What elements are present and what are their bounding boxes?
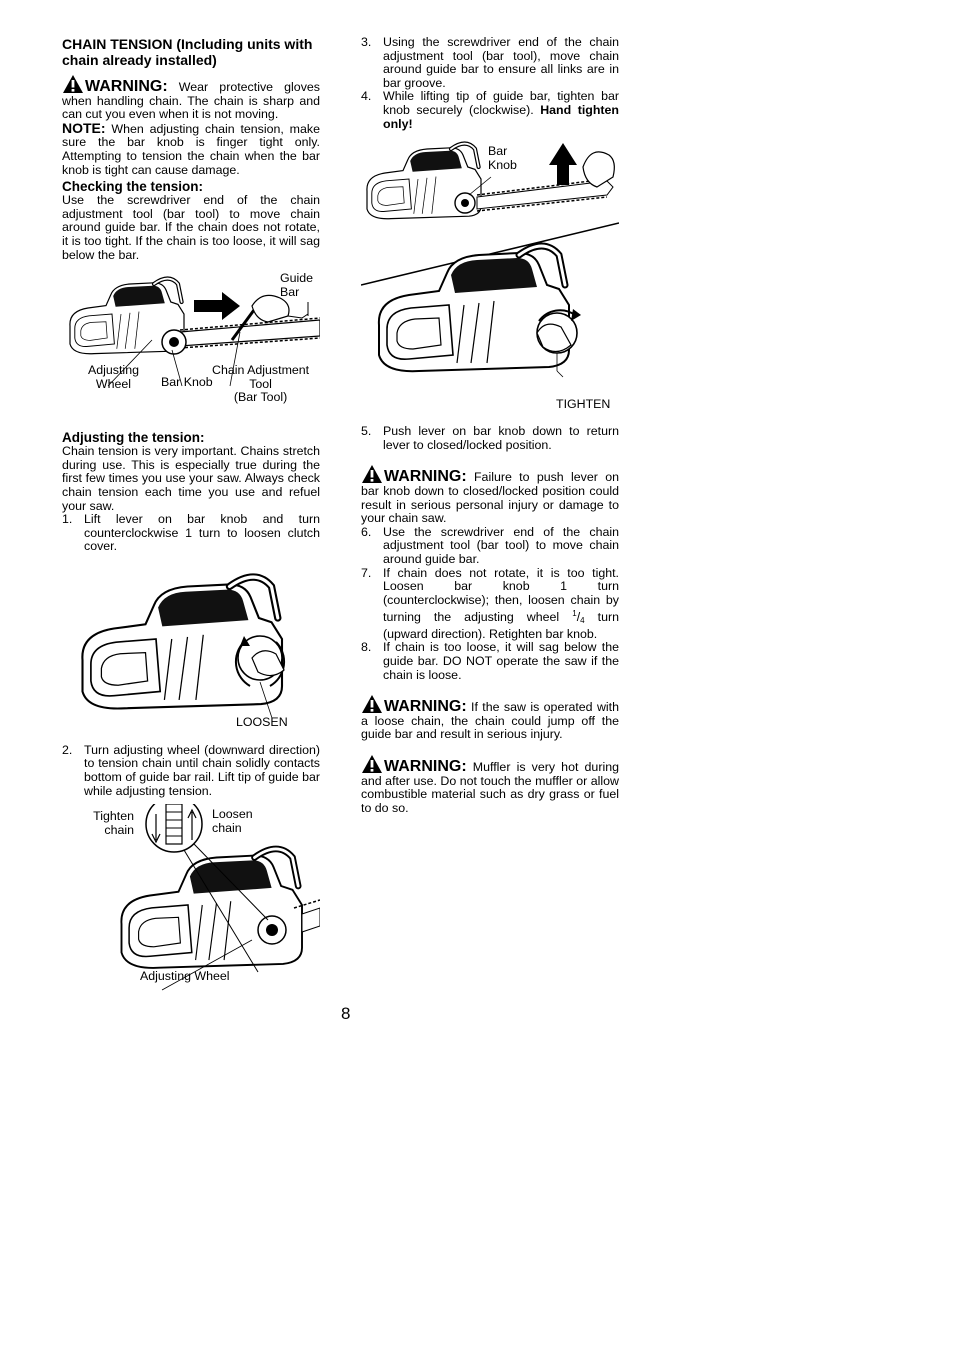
chainsaw-loosen-illustration xyxy=(62,558,320,719)
chainsaw-illustration xyxy=(62,270,320,387)
checking-heading: Checking the tension: xyxy=(62,179,204,195)
warning-icon xyxy=(361,694,383,714)
checking-text: Use the screwdriver end of the chain adj… xyxy=(62,193,320,262)
note-text: When adjusting chain tension, make sure … xyxy=(62,121,320,177)
note-label: NOTE: xyxy=(62,119,106,136)
warning-loose-chain-block: WARNING: If the saw is operated with a l… xyxy=(361,694,619,742)
warning-label: WARNING: xyxy=(85,78,168,95)
left-column: CHAIN TENSION (Including units with chai… xyxy=(62,36,320,996)
steps-list-right-2: 5.Push lever on bar knob down to return … xyxy=(361,424,619,452)
warning-label: WARNING: xyxy=(384,468,467,486)
warning-icon xyxy=(361,464,383,484)
figure-loosen: LOOSEN xyxy=(62,558,320,734)
step-3: 3.Using the screwdriver end of the chain… xyxy=(361,35,619,90)
bar-knob-label: Bar Knob xyxy=(161,375,213,390)
warning-lever-block: WARNING: Failure to push lever on bar kn… xyxy=(361,464,619,525)
adjusting-heading: Adjusting the tension: xyxy=(62,430,205,446)
right-column: 3.Using the screwdriver end of the chain… xyxy=(361,35,619,815)
warning-label: WARNING: xyxy=(384,758,467,776)
warning-label: WARNING: xyxy=(384,698,467,716)
warning-text: Failure to push lever on bar knob down t… xyxy=(361,470,619,526)
steps-list-right-3: 6.Use the screwdriver end of the chain a… xyxy=(361,524,619,683)
warning-glove-block: WARNING: Wear protective gloves when han… xyxy=(62,74,320,122)
note-block: NOTE: When adjusting chain tension, make… xyxy=(62,119,320,177)
warning-icon xyxy=(361,754,383,774)
step-5: 5.Push lever on bar knob down to return … xyxy=(361,424,619,452)
section-heading: CHAIN TENSION (Including units with chai… xyxy=(62,36,313,68)
step-7: 7.If chain does not rotate, it is too ti… xyxy=(361,565,619,641)
adjusting-text: Chain tension is very important. Chains … xyxy=(62,444,320,513)
chainsaw-tighten-illustration xyxy=(361,137,619,378)
warning-muffler-block: WARNING: Muffler is very hot during and … xyxy=(361,754,619,815)
steps-list-left-2: 2.Turn adjusting wheel (downward directi… xyxy=(62,742,320,798)
loosen-label: LOOSEN xyxy=(236,714,288,729)
step-6: 6.Use the screwdriver end of the chain a… xyxy=(361,524,619,566)
warning-text: If the saw is operated with a loose chai… xyxy=(361,700,619,742)
step-8: 8.If chain is too loose, it will sag bel… xyxy=(361,640,619,682)
adjusting-wheel-label-2: Adjusting Wheel xyxy=(140,969,230,984)
tighten-label: TIGHTEN xyxy=(556,397,611,412)
warning-text: Muffler is very hot during and after use… xyxy=(361,760,619,815)
page-number: 8 xyxy=(341,1004,351,1023)
chainsaw-wheel-illustration xyxy=(62,804,320,991)
step-1: 1.Lift lever on bar knob and turn counte… xyxy=(62,512,320,554)
warning-icon xyxy=(62,74,84,94)
step-2: 2.Turn adjusting wheel (downward directi… xyxy=(62,742,320,798)
steps-list-left: 1.Lift lever on bar knob and turn counte… xyxy=(62,512,320,554)
warning-text: Wear protective gloves when handling cha… xyxy=(62,80,320,122)
steps-list-right: 3.Using the screwdriver end of the chain… xyxy=(361,35,619,131)
step-4: 4.While lifting tip of guide bar, tighte… xyxy=(361,89,619,131)
